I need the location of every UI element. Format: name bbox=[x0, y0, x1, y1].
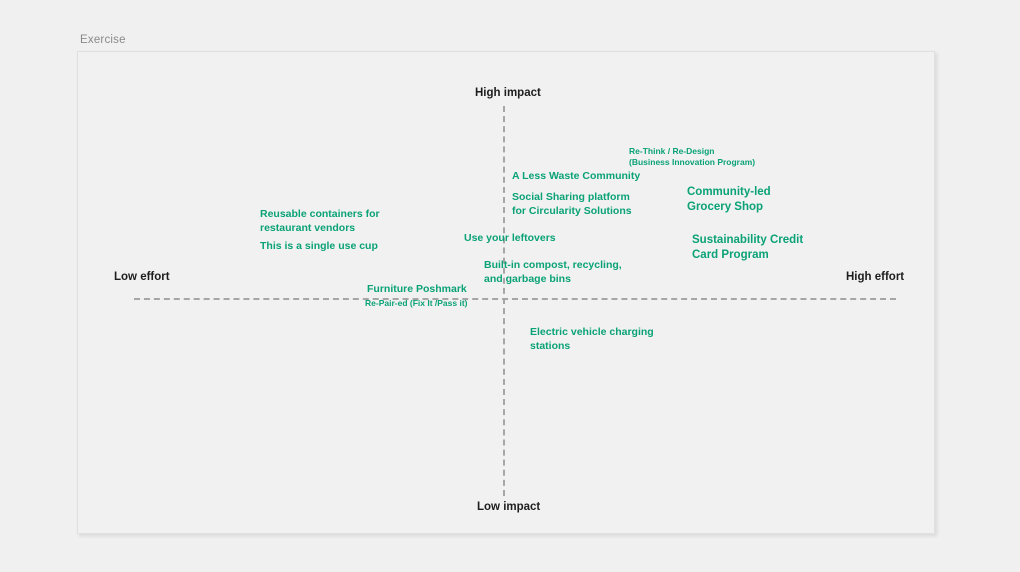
axis-label-high-impact: High impact bbox=[475, 87, 541, 99]
sticky-note-rethink-redesign[interactable]: Re-Think / Re-Design (Business Innovatio… bbox=[629, 146, 756, 168]
sticky-note-a-less-waste-community[interactable]: A Less Waste Community bbox=[512, 170, 641, 182]
axis-label-low-impact: Low impact bbox=[477, 501, 541, 513]
horizontal-axis-dashed-line bbox=[134, 298, 896, 300]
sticky-note-social-sharing-platform[interactable]: Social Sharing platform for Circularity … bbox=[512, 191, 632, 217]
axis-label-high-effort: High effort bbox=[846, 271, 905, 283]
sticky-note-re-pair-ed[interactable]: Re-Pair-ed (Fix It /Pass it) bbox=[365, 298, 468, 308]
exercise-label: Exercise bbox=[80, 34, 126, 46]
axis-label-low-effort: Low effort bbox=[114, 271, 170, 283]
exercise-board[interactable]: High impact Low impact Low effort High e… bbox=[77, 51, 935, 534]
impact-effort-matrix: High impact Low impact Low effort High e… bbox=[78, 52, 936, 535]
sticky-note-electric-vehicle-charging-stations[interactable]: Electric vehicle charging stations bbox=[530, 326, 654, 352]
sticky-note-furniture-poshmark[interactable]: Furniture Poshmark bbox=[367, 283, 467, 295]
sticky-note-use-your-leftovers[interactable]: Use your leftovers bbox=[464, 232, 556, 244]
sticky-note-built-in-compost-recycling[interactable]: Built-in compost, recycling, and garbage… bbox=[484, 259, 622, 285]
sticky-note-sustainability-credit-card-program[interactable]: Sustainability Credit Card Program bbox=[692, 234, 804, 262]
sticky-note-single-use-cup[interactable]: This is a single use cup bbox=[260, 240, 378, 252]
sticky-note-reusable-containers[interactable]: Reusable containers for restaurant vendo… bbox=[260, 208, 380, 234]
sticky-note-community-led-grocery-shop[interactable]: Community-led Grocery Shop bbox=[687, 186, 771, 214]
vertical-axis-dashed-line bbox=[503, 106, 505, 496]
